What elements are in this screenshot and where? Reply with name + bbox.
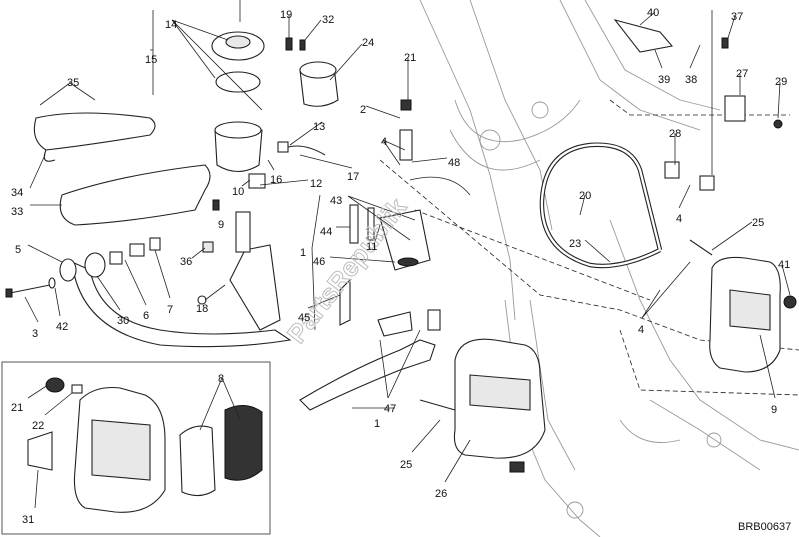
- callout-c22: 22: [32, 420, 44, 432]
- callout-c17: 17: [347, 171, 359, 183]
- callout-c18: 18: [196, 303, 208, 315]
- front-caliper-left: [419, 338, 546, 473]
- callout-c25b: 25: [400, 459, 412, 471]
- callout-c24: 24: [362, 37, 374, 49]
- callout-c42: 42: [56, 321, 68, 333]
- callout-c28: 28: [669, 128, 681, 140]
- callout-c21b: 21: [11, 402, 23, 414]
- drawing-code: BRB00637: [738, 521, 791, 533]
- callout-c39: 39: [658, 74, 670, 86]
- frame-ghost-outline: [419, 0, 799, 537]
- callout-c9b: 9: [771, 404, 777, 416]
- callout-c1b: 1: [374, 418, 380, 430]
- callout-c8: 8: [218, 373, 224, 385]
- callout-c44: 44: [320, 226, 332, 238]
- rubber-pad: [59, 164, 211, 226]
- callout-c21a: 21: [404, 52, 416, 64]
- callout-c47: 47: [384, 403, 396, 415]
- callout-c1a: 1: [300, 247, 306, 259]
- callout-c34: 34: [11, 187, 23, 199]
- callout-c31: 31: [22, 514, 34, 526]
- callout-c41: 41: [778, 259, 790, 271]
- callout-c48: 48: [448, 157, 460, 169]
- callout-c16: 16: [270, 174, 282, 186]
- callout-c4b: 4: [676, 213, 682, 225]
- callout-c15: 15: [145, 54, 157, 66]
- callout-c43: 43: [330, 195, 342, 207]
- callout-c14: 14: [165, 19, 177, 31]
- callout-c40: 40: [647, 7, 659, 19]
- callout-c4c: 4: [638, 324, 644, 336]
- callout-c33: 33: [11, 206, 23, 218]
- callout-c32: 32: [322, 14, 334, 26]
- callout-c38: 38: [685, 74, 697, 86]
- callout-c46: 46: [313, 256, 325, 268]
- leader-lines: [24, 10, 791, 509]
- callout-c9a: 9: [218, 219, 224, 231]
- callout-c10: 10: [232, 186, 244, 198]
- callout-c26: 26: [435, 488, 447, 500]
- callout-c30: 30: [117, 315, 129, 327]
- master-cylinder: [277, 37, 441, 411]
- callout-c11: 11: [366, 241, 377, 253]
- inset-brake-pad-detail: [1, 361, 271, 535]
- callout-c27: 27: [736, 68, 748, 80]
- callout-c2: 2: [360, 104, 366, 116]
- callout-c19: 19: [280, 9, 292, 21]
- callout-c23: 23: [569, 238, 581, 250]
- callout-c29: 29: [775, 76, 787, 88]
- callout-c20: 20: [579, 190, 591, 202]
- callout-c25a: 25: [752, 217, 764, 229]
- callout-c36: 36: [180, 256, 192, 268]
- callout-c3: 3: [32, 328, 38, 340]
- callout-c12: 12: [310, 178, 322, 190]
- callout-c7: 7: [167, 304, 173, 316]
- brake-fluid-reservoir: [211, 0, 265, 173]
- callout-c35: 35: [67, 77, 79, 89]
- callout-c4a: 4: [381, 136, 387, 148]
- reservoir-bracket-cover: [33, 112, 156, 162]
- callout-c5: 5: [15, 244, 21, 256]
- front-caliper-right: [689, 239, 797, 373]
- brake-hose: [399, 10, 783, 269]
- callout-c37: 37: [731, 11, 743, 23]
- callout-c13: 13: [313, 121, 325, 133]
- callout-c45: 45: [298, 312, 310, 324]
- brake-lever-bracket: [5, 173, 292, 348]
- callout-c6: 6: [143, 310, 149, 322]
